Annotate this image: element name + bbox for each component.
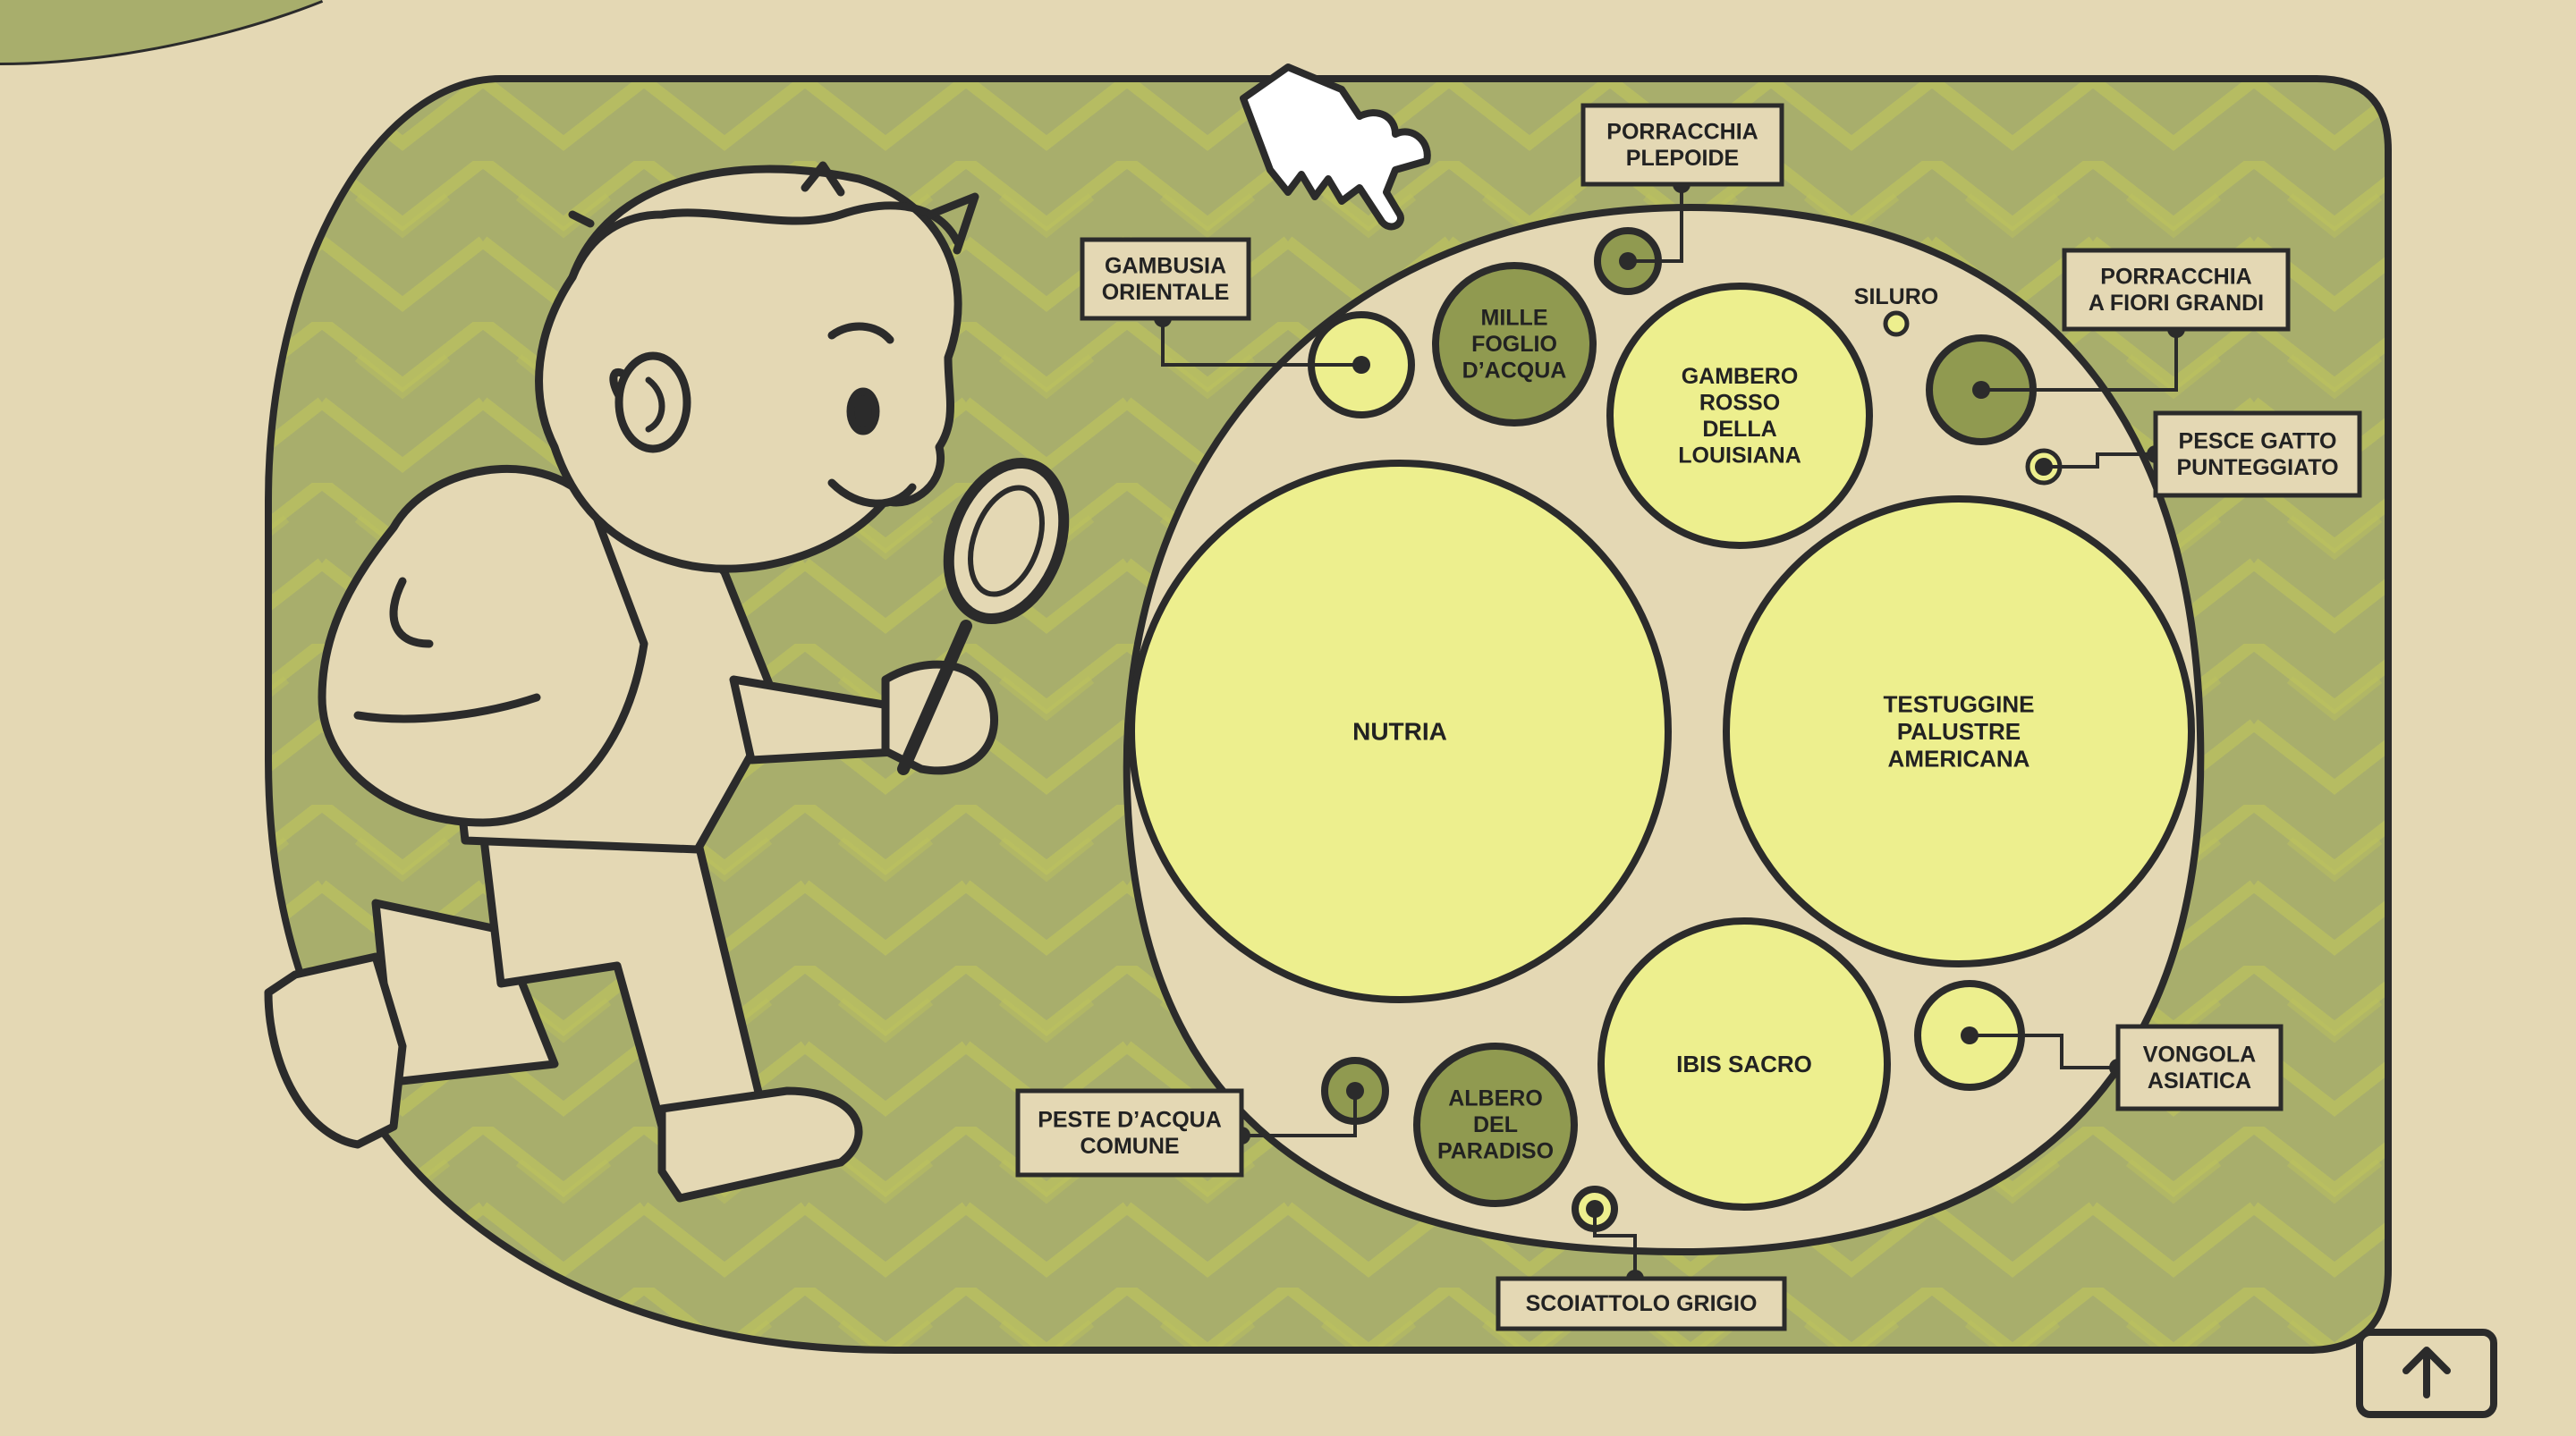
- arrow-up-icon: [2402, 1347, 2451, 1398]
- bubble-albero-label: PARADISO: [1437, 1139, 1554, 1164]
- callout-porracchia-fiori-box: [2062, 248, 2291, 332]
- bubble-testuggine-label: PALUSTRE: [1897, 718, 2021, 745]
- callout-peste-acqua-label: COMUNE: [1080, 1134, 1179, 1159]
- callout-scoiattolo-label: SCOIATTOLO GRIGIO: [1526, 1291, 1758, 1316]
- bubble-ibis-circle: [1597, 917, 1891, 1211]
- bubble-gambero-label: ROSSO: [1699, 390, 1780, 415]
- bubble-testuggine-label: AMERICANA: [1888, 746, 2030, 773]
- callout-siluro-circle: [1883, 310, 1910, 337]
- callout-peste-acqua-center-dot: [1346, 1082, 1364, 1100]
- callout-gambusia-leader: [1161, 318, 1361, 367]
- callout-siluro-label: SILURO: [1854, 284, 1938, 309]
- bubble-millefoglio-label: MILLE: [1481, 306, 1548, 331]
- callout-pesce-gatto-center-dot: [2035, 458, 2053, 476]
- bubble-gambero-circle: [1606, 283, 1873, 549]
- bubble-testuggine-label: TESTUGGINE: [1883, 690, 2034, 717]
- callout-porracchia-fiori-label: PORRACCHIA: [2100, 264, 2251, 289]
- callout-peste-acqua-leader: [1241, 1091, 1357, 1137]
- callout-gambusia-label: ORIENTALE: [1102, 280, 1230, 305]
- callout-vongola-leader: [1970, 1034, 2118, 1069]
- bubble-gambero-label: LOUISIANA: [1678, 443, 1801, 468]
- callout-gambusia-center-dot: [1352, 356, 1370, 374]
- callout-vongola-label: VONGOLA: [2143, 1042, 2256, 1067]
- bubble-albero-circle: [1413, 1043, 1578, 1207]
- callout-vongola-label: ASIATICA: [2148, 1069, 2251, 1094]
- callout-scoiattolo-leader: [1593, 1209, 1637, 1279]
- callout-porracchia-plepoide-box: [1580, 103, 1784, 187]
- callout-peste-acqua-box: [1015, 1088, 1244, 1178]
- callout-gambusia-box: [1080, 237, 1251, 321]
- callout-porracchia-plepoide-label: PORRACCHIA: [1606, 119, 1758, 144]
- callout-pesce-gatto-label: PESCE GATTO: [2179, 428, 2337, 453]
- callout-siluro[interactable]: SILURO: [1854, 284, 1938, 337]
- bubble-nutria-label: NUTRIA: [1352, 718, 1447, 746]
- callout-pesce-gatto-box: [2153, 410, 2362, 498]
- callout-scoiattolo-box: [1496, 1276, 1787, 1331]
- callout-vongola-box: [2115, 1024, 2284, 1111]
- callout-pesce-gatto-label: PUNTEGGIATO: [2176, 455, 2338, 480]
- bubble-millefoglio-circle: [1432, 262, 1597, 427]
- bubble-albero-label: DEL: [1473, 1112, 1518, 1137]
- bubble-millefoglio-label: D’ACQUA: [1462, 359, 1567, 384]
- callout-gambusia-label: GAMBUSIA: [1105, 253, 1226, 278]
- bubble-nutria[interactable]: NUTRIA: [1128, 460, 1672, 1003]
- pointing-hand-icon: [1240, 63, 1431, 231]
- callout-porracchia-plepoide-center-dot: [1619, 252, 1637, 270]
- callout-porracchia-plepoide-label: PLEPOIDE: [1626, 146, 1739, 171]
- bubble-gambero-label: GAMBERO: [1682, 364, 1799, 389]
- bubble-gambero-label: DELLA: [1702, 417, 1776, 442]
- bubble-nutria-circle: [1128, 460, 1672, 1003]
- callout-vongola-center-dot: [1961, 1026, 1979, 1044]
- callout-peste-acqua-label: PESTE D’ACQUA: [1038, 1107, 1222, 1132]
- callout-scoiattolo[interactable]: SCOIATTOLO GRIGIO: [1496, 1186, 1787, 1331]
- bubble-ibis[interactable]: IBIS SACRO: [1597, 917, 1891, 1211]
- bubble-testuggine-circle: [1723, 495, 2195, 967]
- scroll-top-button[interactable]: [2356, 1329, 2497, 1418]
- callout-porracchia-fiori-label: A FIORI GRANDI: [2089, 291, 2264, 316]
- callout-scoiattolo-center-dot: [1586, 1200, 1604, 1218]
- bubble-albero-label: ALBERO: [1448, 1086, 1543, 1111]
- callout-porracchia-plepoide-leader: [1628, 184, 1683, 263]
- explorer-boy-illustration: [264, 161, 1070, 1203]
- bubble-ibis-label: IBIS SACRO: [1676, 1051, 1812, 1077]
- callout-porracchia-fiori-leader: [1981, 329, 2178, 392]
- callout-pesce-gatto-leader: [2044, 452, 2156, 469]
- callout-porracchia-fiori-center-dot: [1972, 381, 1990, 399]
- bubble-millefoglio-label: FOGLIO: [1471, 332, 1557, 357]
